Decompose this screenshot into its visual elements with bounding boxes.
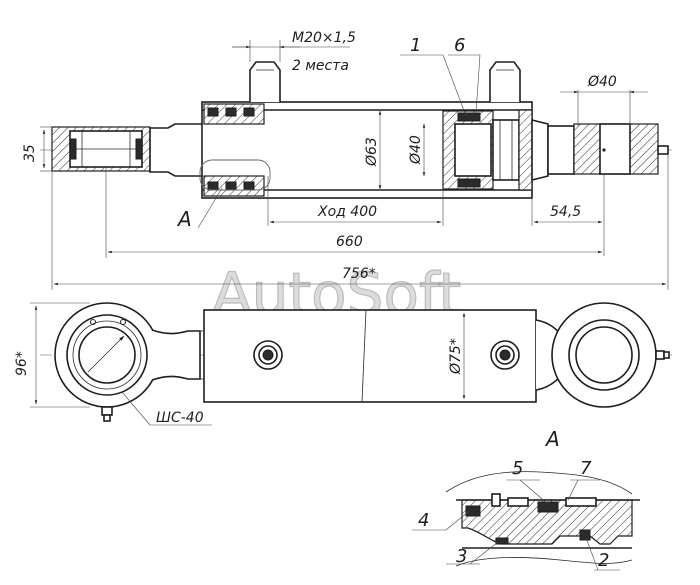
piston-nut (492, 119, 520, 181)
detail-seal-2 (579, 529, 591, 541)
top-dimensions: M20×1,5 2 места 1 6 Ø40 35 Ø63 Ø40 Ход 4… (22, 30, 669, 290)
rod-eye-outer (54, 302, 160, 408)
detail-seal-3 (495, 537, 509, 545)
detail-a-marker: A (176, 207, 192, 231)
grease-nipple-top (657, 145, 669, 155)
bearing-label: ШС-40 (156, 410, 204, 426)
piston-core (454, 123, 492, 177)
detail-a-break-top (445, 471, 633, 495)
rod-neck (151, 329, 201, 381)
detail-a-view: A (445, 427, 640, 567)
side-height-dimension: 96* (14, 351, 30, 376)
port-right (489, 61, 521, 102)
callout-4: 4 (418, 510, 429, 531)
rod-eye-bearing-ball (78, 326, 136, 384)
eye-height-dimension: 35 (22, 144, 38, 162)
tube-diameter-dimension: Ø75* (448, 338, 464, 375)
cap-eye-outer (551, 302, 657, 408)
rod-eye-retainer-left (69, 138, 77, 160)
port-left (249, 61, 281, 102)
rod-eye-retainer-right (135, 138, 143, 160)
detail-a-title: A (544, 427, 560, 451)
detail-seal-4 (465, 505, 481, 517)
callout-1: 1 (410, 35, 421, 56)
side-view (40, 302, 672, 422)
callout-7: 7 (580, 458, 592, 479)
detail-seal-5 (537, 501, 559, 513)
grease-nipple-right (655, 350, 665, 360)
detail-a-outline (199, 159, 271, 191)
rod-eye-ring (66, 314, 148, 396)
detail-a-callouts: 5 7 4 3 2 (412, 458, 620, 571)
grease-nipple-left (101, 406, 113, 416)
side-dimensions: 96* Ø75* ШС-40 (14, 302, 466, 426)
callout-3: 3 (456, 546, 467, 567)
cylinder-bottom (518, 109, 533, 191)
callout-2: 2 (598, 550, 609, 571)
center-distance-dimension: 660 (336, 234, 363, 250)
stroke-dimension: Ход 400 (317, 204, 377, 220)
bore-diameter-dimension: Ø40 (408, 135, 424, 165)
thread-dimension: M20×1,5 (292, 30, 356, 46)
top-section-view: A (40, 61, 672, 231)
piston-diameter-dimension: Ø63 (364, 137, 380, 167)
callout-6: 6 (454, 35, 465, 56)
end-offset-dimension: 54,5 (550, 204, 581, 220)
rod-diameter-dimension: Ø40 (587, 74, 617, 90)
piston-seal-top (457, 112, 481, 122)
piston-seal-bottom (457, 178, 481, 188)
cap-eye-ring (568, 319, 640, 391)
callout-5: 5 (512, 458, 523, 479)
thread-count-label: 2 места (292, 58, 349, 74)
overall-length-dimension: 756* (342, 266, 376, 282)
